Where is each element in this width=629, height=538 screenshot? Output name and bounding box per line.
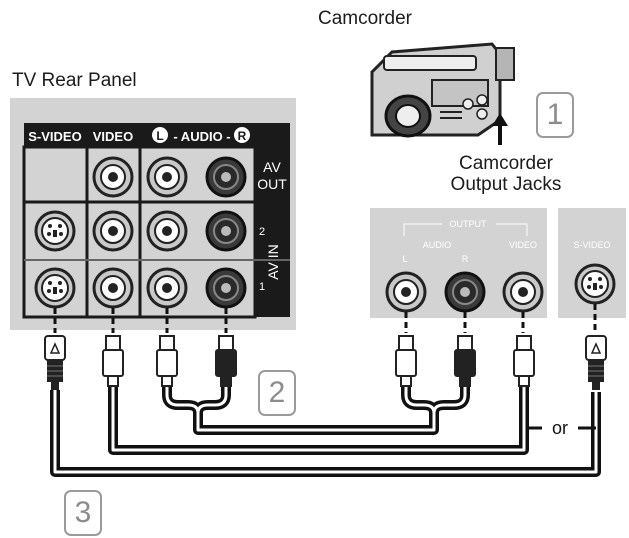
arrow-up-icon — [492, 113, 508, 145]
tv-audio-header: - AUDIO - — [173, 129, 230, 144]
step-1-box: 1 — [536, 92, 574, 138]
tv-av-out-audio-left-jack — [146, 156, 188, 198]
camcorder-svideo-jack — [574, 263, 616, 305]
tv-av-in1-audio-left-jack — [146, 267, 188, 309]
tv-av-out-label-line2: OUT — [257, 176, 287, 192]
camcorder-audio-left-jack — [385, 271, 427, 313]
or-label: or — [552, 418, 568, 438]
video-cable — [108, 383, 529, 455]
tv-video-plug — [102, 335, 124, 387]
step-3-box: 3 — [64, 490, 102, 536]
tv-av-in2-video-jack — [92, 210, 134, 252]
tv-rear-panel-title: TV Rear Panel — [12, 70, 137, 91]
camcorder-svideo-label: S-VIDEO — [573, 240, 610, 250]
tv-panel-av-label-area — [255, 147, 290, 317]
tv-av-in-label: AV IN — [265, 244, 281, 280]
tv-av-out-label-line1: AV — [263, 159, 281, 175]
tv-audio-right-badge: R — [238, 129, 247, 143]
tv-av-in2-audio-right-jack — [205, 210, 247, 252]
camcorder-output-label: OUTPUT — [450, 219, 488, 229]
tv-av-in2-audio-left-jack — [146, 210, 188, 252]
camcorder-video-label: VIDEO — [509, 240, 537, 250]
tv-av-in1-audio-right-jack — [205, 267, 247, 309]
camcorder-video-plug — [513, 335, 535, 387]
camcorder-audio-label: AUDIO — [423, 240, 452, 250]
step-2-box: 2 — [258, 370, 296, 416]
tv-av-in-row2-label: 2 — [259, 226, 265, 238]
camcorder-output-jacks-label: Camcorder Output Jacks — [440, 153, 572, 195]
tv-audio-left-plug — [156, 335, 178, 387]
tv-av-in-row1-label: 1 — [259, 281, 265, 293]
camcorder-video-jack — [502, 271, 544, 313]
audio-cable — [162, 383, 470, 435]
camcorder-icon — [370, 42, 515, 138]
tv-av-in1-svideo-jack — [34, 267, 76, 309]
tv-svideo-plug — [44, 335, 66, 391]
camcorder-output-jacks-line2: Output Jacks — [450, 174, 562, 195]
tv-av-in1-video-jack — [92, 267, 134, 309]
camcorder-left-label: L — [402, 254, 407, 264]
camcorder-svideo-plug — [585, 335, 607, 391]
camcorder-output-jacks-line1: Camcorder — [459, 153, 553, 174]
tv-av-in2-svideo-jack — [34, 210, 76, 252]
tv-audio-left-badge: L — [156, 129, 163, 143]
camcorder-audio-left-plug — [395, 335, 417, 387]
tv-av-out-audio-right-jack — [205, 156, 247, 198]
camcorder-audio-right-jack — [444, 271, 486, 313]
camcorder-audio-right-plug — [454, 335, 476, 387]
tv-video-header: VIDEO — [93, 129, 133, 144]
camcorder-right-label: R — [462, 254, 469, 264]
tv-audio-right-plug — [215, 335, 237, 387]
tv-av-out-video-jack — [92, 156, 134, 198]
camcorder-title: Camcorder — [318, 8, 412, 29]
svideo-cable — [50, 390, 601, 477]
tv-svideo-header: S-VIDEO — [28, 129, 81, 144]
